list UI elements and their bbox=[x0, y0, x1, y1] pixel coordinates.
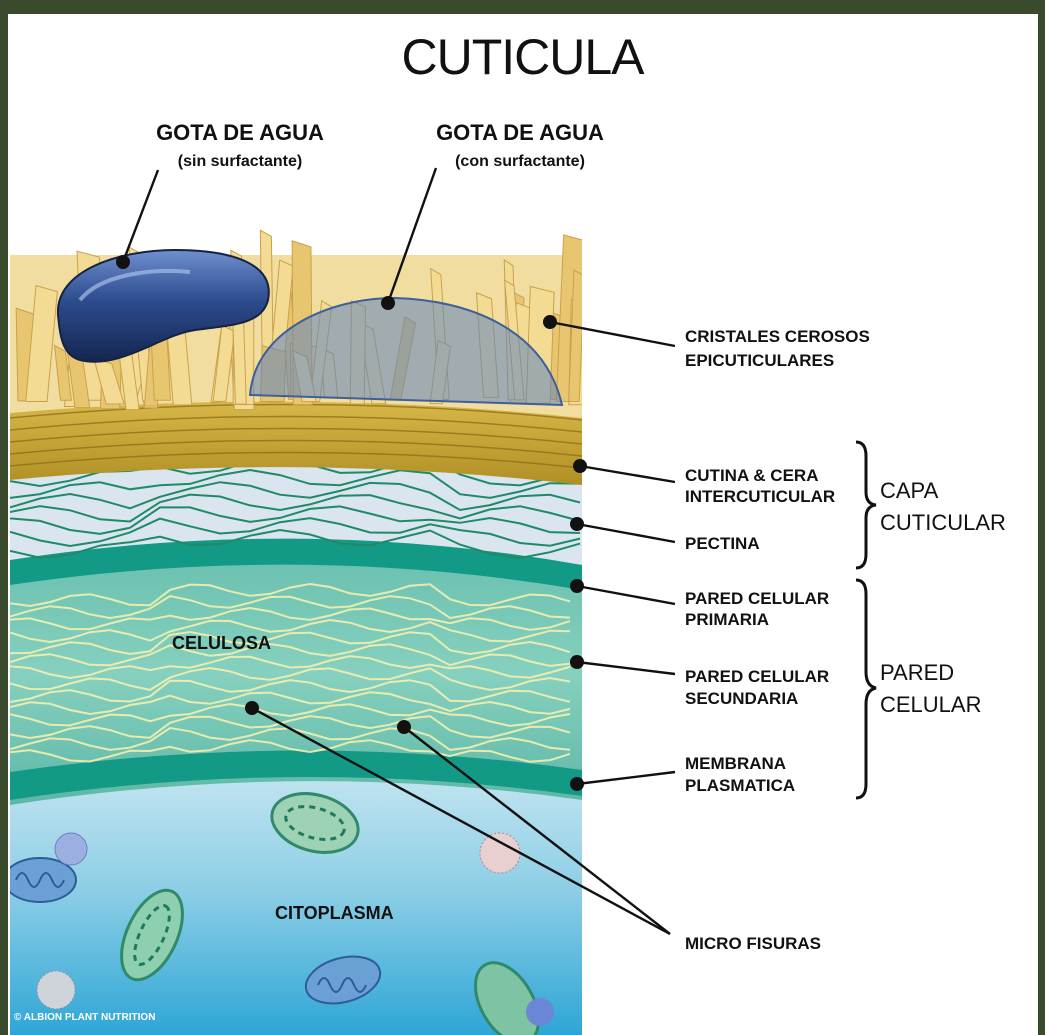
label-primaria-2: PRIMARIA bbox=[685, 609, 769, 630]
group-capa-1: CAPA bbox=[880, 476, 938, 506]
label-pectina: PECTINA bbox=[685, 533, 760, 554]
vesicle-1 bbox=[4, 858, 76, 902]
label-micro-fisuras: MICRO FISURAS bbox=[685, 933, 821, 954]
copyright-text: © ALBION PLANT NUTRITION bbox=[14, 1012, 155, 1023]
label-cristales-2: EPICUTICULARES bbox=[685, 350, 834, 371]
label-secundaria-1: PARED CELULAR bbox=[685, 666, 829, 687]
granule-blue-2 bbox=[526, 998, 554, 1026]
label-membrana-1: MEMBRANA bbox=[685, 753, 786, 774]
label-primaria-1: PARED CELULAR bbox=[685, 588, 829, 609]
granule-pink bbox=[480, 833, 520, 873]
drop-2-title: GOTA DE AGUA bbox=[420, 120, 620, 146]
label-citoplasma: CITOPLASMA bbox=[275, 903, 394, 924]
drop-1-title: GOTA DE AGUA bbox=[140, 120, 340, 146]
label-secundaria-2: SECUNDARIA bbox=[685, 688, 798, 709]
label-celulosa: CELULOSA bbox=[172, 633, 271, 654]
label-membrana-2: PLASMATICA bbox=[685, 775, 795, 796]
drop-1-subtitle: (sin surfactante) bbox=[140, 153, 340, 171]
page-title: CUTICULA bbox=[0, 28, 1045, 86]
drop-2-subtitle: (con surfactante) bbox=[420, 153, 620, 171]
label-cristales-1: CRISTALES CEROSOS bbox=[685, 326, 870, 347]
label-cutina-2: INTERCUTICULAR bbox=[685, 486, 835, 507]
brace-pared-celular bbox=[856, 580, 876, 798]
group-pared-1: PARED bbox=[880, 658, 954, 688]
granule-grey bbox=[37, 971, 75, 1009]
group-pared-2: CELULAR bbox=[880, 690, 981, 720]
group-capa-2: CUTICULAR bbox=[880, 508, 1006, 538]
granule-blue bbox=[55, 833, 87, 865]
brace-capa-cuticular bbox=[856, 442, 876, 568]
label-cutina-1: CUTINA & CERA bbox=[685, 465, 818, 486]
